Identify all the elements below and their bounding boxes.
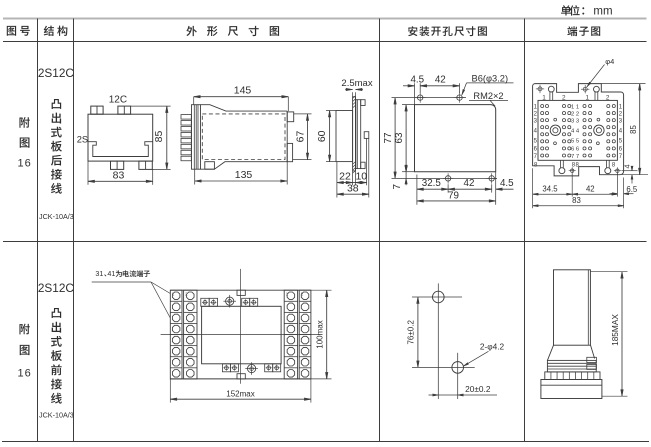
svg-text:42: 42 bbox=[586, 184, 595, 193]
svg-text:2: 2 bbox=[606, 94, 610, 101]
svg-text:79: 79 bbox=[448, 190, 459, 201]
svg-text:1: 1 bbox=[619, 104, 623, 110]
svg-text:83: 83 bbox=[572, 196, 581, 205]
svg-text:145: 145 bbox=[234, 84, 252, 96]
svg-text:20±0.2: 20±0.2 bbox=[465, 384, 491, 394]
svg-text:2-φ4.2: 2-φ4.2 bbox=[480, 341, 505, 351]
svg-text:42: 42 bbox=[435, 74, 446, 85]
svg-text:41: 41 bbox=[107, 269, 115, 278]
svg-text:67: 67 bbox=[295, 131, 307, 143]
svg-text:1: 1 bbox=[576, 104, 579, 110]
svg-text:185MAX: 185MAX bbox=[610, 314, 620, 346]
svg-text:8: 8 bbox=[576, 163, 580, 169]
svg-text:1: 1 bbox=[286, 291, 289, 297]
svg-text:6: 6 bbox=[576, 147, 580, 153]
svg-text:77: 77 bbox=[383, 133, 394, 144]
svg-text:3: 3 bbox=[619, 119, 623, 125]
svg-text:7: 7 bbox=[534, 154, 538, 160]
svg-text:1: 1 bbox=[571, 104, 574, 110]
svg-text:7: 7 bbox=[571, 154, 574, 160]
svg-text:3: 3 bbox=[571, 119, 575, 125]
svg-text:1: 1 bbox=[542, 94, 546, 101]
svg-text:1: 1 bbox=[586, 94, 590, 101]
svg-text:16: 16 bbox=[17, 368, 31, 380]
svg-text:2: 2 bbox=[301, 291, 304, 297]
svg-text:5: 5 bbox=[571, 139, 575, 145]
svg-text:2: 2 bbox=[619, 111, 623, 117]
svg-text:JCK-10A/3: JCK-10A/3 bbox=[39, 410, 74, 419]
svg-text:34.5: 34.5 bbox=[542, 184, 558, 193]
svg-text:135: 135 bbox=[235, 169, 253, 181]
svg-text:22: 22 bbox=[339, 171, 351, 183]
svg-text:31: 31 bbox=[95, 269, 103, 278]
svg-text:1: 1 bbox=[534, 104, 538, 110]
svg-text:8: 8 bbox=[534, 162, 538, 168]
svg-text:2S12C: 2S12C bbox=[38, 66, 75, 80]
svg-text:8: 8 bbox=[612, 163, 616, 169]
svg-text:5: 5 bbox=[534, 139, 538, 145]
svg-text:42: 42 bbox=[464, 178, 475, 189]
svg-text:4: 4 bbox=[576, 129, 580, 135]
svg-text:32.5: 32.5 bbox=[422, 178, 442, 189]
svg-text:6: 6 bbox=[534, 147, 538, 153]
svg-text:mm: mm bbox=[593, 5, 612, 17]
svg-text:2: 2 bbox=[185, 291, 188, 297]
svg-text:8: 8 bbox=[572, 163, 576, 169]
svg-text:6: 6 bbox=[619, 147, 623, 153]
svg-text:4: 4 bbox=[623, 164, 632, 168]
svg-text:60: 60 bbox=[316, 130, 328, 142]
svg-text:7: 7 bbox=[576, 154, 579, 160]
svg-text:10: 10 bbox=[355, 171, 367, 183]
svg-text:63: 63 bbox=[394, 132, 405, 143]
svg-text:85: 85 bbox=[153, 131, 165, 143]
svg-text:5: 5 bbox=[619, 139, 623, 145]
svg-text:1: 1 bbox=[172, 291, 175, 297]
svg-text:φ4: φ4 bbox=[605, 57, 614, 66]
svg-text:2S: 2S bbox=[77, 134, 88, 144]
svg-text:JCK-10A/3: JCK-10A/3 bbox=[39, 212, 74, 221]
svg-text:2: 2 bbox=[571, 111, 574, 117]
svg-text:12C: 12C bbox=[109, 95, 127, 106]
svg-text:7: 7 bbox=[619, 154, 623, 160]
svg-text:4: 4 bbox=[619, 129, 623, 135]
svg-text:B6(φ3.2): B6(φ3.2) bbox=[472, 73, 509, 83]
svg-text:4.5: 4.5 bbox=[410, 74, 424, 85]
svg-text:2: 2 bbox=[534, 111, 538, 117]
svg-text:RM2×2: RM2×2 bbox=[473, 91, 503, 101]
svg-text:5: 5 bbox=[576, 139, 580, 145]
svg-text:4.5: 4.5 bbox=[500, 178, 514, 189]
svg-text:4: 4 bbox=[534, 129, 538, 135]
svg-text:6: 6 bbox=[571, 147, 575, 153]
svg-text:2S12C: 2S12C bbox=[38, 281, 75, 295]
svg-text:16: 16 bbox=[17, 158, 31, 170]
svg-text:3: 3 bbox=[534, 119, 538, 125]
svg-text:3: 3 bbox=[576, 119, 580, 125]
svg-text:83: 83 bbox=[113, 170, 125, 182]
svg-text:6.5: 6.5 bbox=[626, 185, 638, 194]
svg-text:76±0.2: 76±0.2 bbox=[406, 320, 415, 345]
svg-text:2: 2 bbox=[576, 111, 579, 117]
svg-text:152max: 152max bbox=[226, 389, 254, 398]
svg-text:85: 85 bbox=[629, 125, 638, 134]
svg-text:38: 38 bbox=[347, 182, 359, 194]
svg-text:2: 2 bbox=[562, 94, 566, 101]
svg-text:7: 7 bbox=[392, 184, 403, 189]
svg-text:4: 4 bbox=[571, 129, 575, 135]
svg-text:2.5max: 2.5max bbox=[341, 78, 372, 89]
svg-text:100max: 100max bbox=[316, 320, 325, 348]
